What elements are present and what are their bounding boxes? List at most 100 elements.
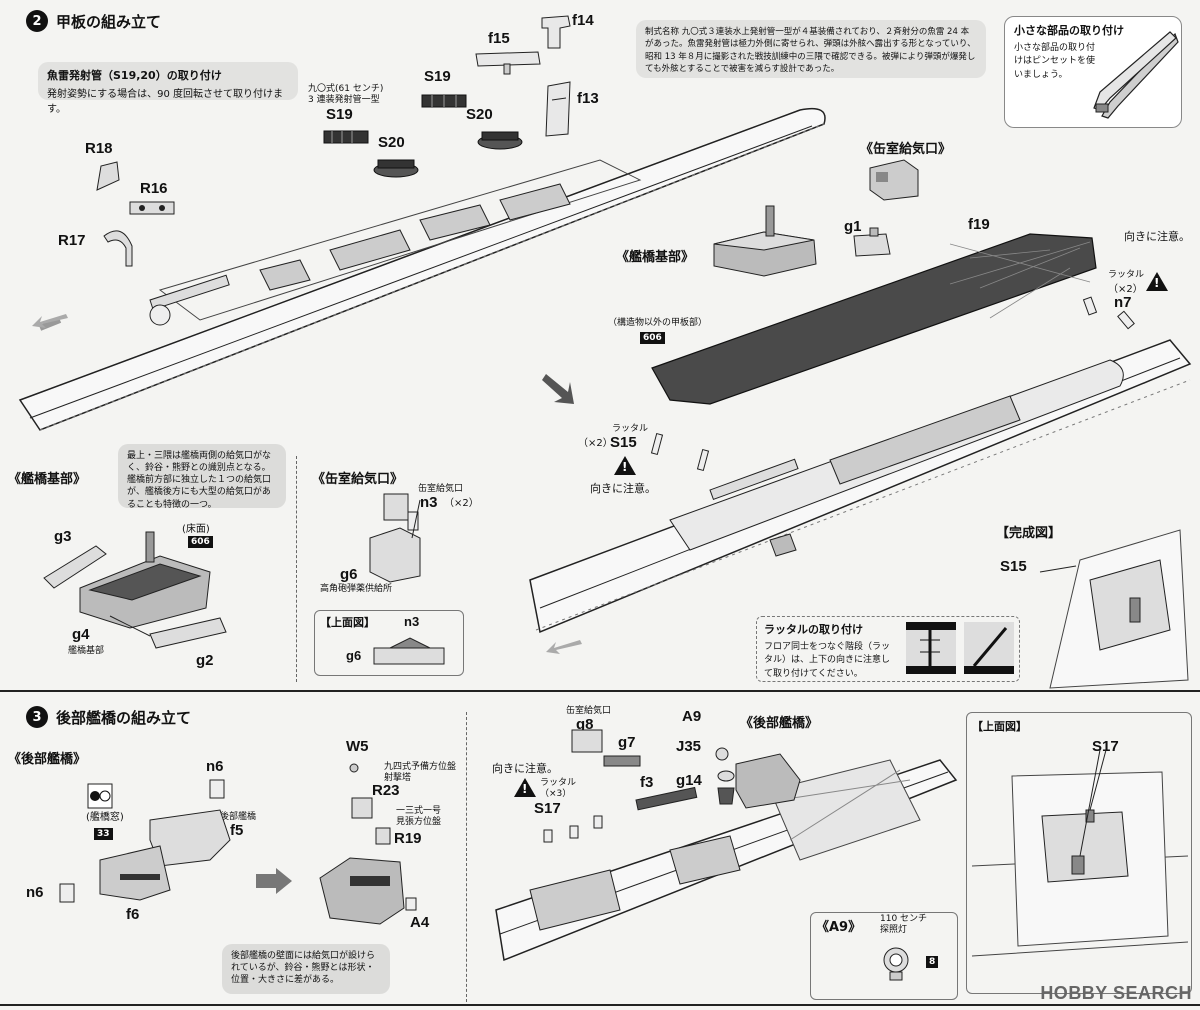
- part-label-s17: S17: [1092, 738, 1119, 755]
- part-label-n3: n3: [404, 614, 420, 629]
- ladder-part-s15-shape: [650, 432, 710, 472]
- part-g1-shape: [853, 227, 891, 257]
- searchlight-caption: 110 センチ 探照灯: [880, 914, 928, 936]
- bridge-base-caption: 艦橋基部: [68, 646, 105, 656]
- paint-chip-icon: [87, 783, 113, 809]
- section-head-complete: 【完成図】: [996, 526, 1062, 541]
- small-parts-note: 小さな部品の取り付け 小さな部品の取り付けはピンセットを使いましょう。: [1004, 16, 1182, 128]
- note-body: 最上・三隈は艦橋両側の給気口がなく、鈴谷・熊野との識別点となる。艦橋前方部に独立…: [127, 451, 272, 510]
- part-label-f5: f5: [230, 822, 244, 839]
- torpedo-tube-s19-shape: [421, 94, 467, 108]
- complete-view-diagram: [1039, 529, 1189, 689]
- part-label-g1: g1: [844, 218, 862, 235]
- part-label-g6: g6: [340, 566, 358, 583]
- part-label-f19: f19: [968, 216, 990, 233]
- ladder-orientation-icon: [906, 622, 1014, 674]
- note-title: 小さな部品の取り付け: [1014, 24, 1124, 37]
- part-label-s19: S19: [424, 68, 451, 85]
- note-title: 魚雷発射管（S19,20）の取り付け: [47, 69, 222, 82]
- part-label-a9: A9: [682, 708, 702, 725]
- part-label-r23: R23: [372, 782, 400, 799]
- paint-badge-606: 606: [640, 332, 665, 344]
- caution-caption: 向きに注意。: [590, 482, 656, 495]
- ladder-caption: ラッタル: [612, 424, 649, 434]
- torpedo-type-caption: 九〇式(61 センチ) 3 連装発射管一型: [308, 84, 384, 106]
- part-label-n6: n6: [206, 758, 224, 775]
- part-label-g2: g2: [196, 652, 214, 669]
- deck-caption: （構造物以外の甲板部）: [608, 318, 708, 328]
- boiler-intake-part-shape: [869, 159, 919, 201]
- panel-divider: [296, 456, 297, 682]
- step-number-badge: 2: [26, 10, 48, 32]
- part-label-f13: f13: [577, 90, 599, 107]
- note-body: フロア同士をつなぐ階段（ラッタル）は、上下の向きに注意して取り付けてください。: [764, 641, 891, 679]
- part-label-r17: R17: [58, 232, 86, 249]
- note-body: 小さな部品の取り付けはピンセットを使いましょう。: [1014, 42, 1096, 80]
- part-label-j35: J35: [676, 738, 702, 755]
- direction-arrow-icon: [546, 640, 582, 654]
- ammo-supply-caption: 高角砲弾薬供給所: [320, 584, 393, 594]
- part-label-g4: g4: [72, 626, 90, 643]
- caution-caption: 向きに注意。: [1124, 230, 1190, 243]
- window-caption: (艦橋窓): [86, 812, 124, 823]
- director-caption: 九四式予備方位盤 射撃塔: [384, 762, 457, 784]
- boiler-intake-assembly-diagram: [369, 493, 421, 583]
- step-number-badge: 3: [26, 706, 48, 728]
- part-label-n3: n3: [420, 494, 438, 511]
- note-title: ラッタルの取り付け: [764, 623, 863, 636]
- section-head-rear-bridge: 《後部艦橋》: [740, 716, 819, 731]
- part-label-g8: g8: [576, 716, 594, 733]
- intake-note: 後部艦橋の壁面には給気口が設けられているが、鈴谷・熊野とは形状・位置・大きさに差…: [222, 944, 390, 994]
- part-label-r18: R18: [85, 140, 113, 157]
- part-label-s20: S20: [466, 106, 493, 123]
- top-view-diagram: [373, 637, 445, 665]
- part-f14-shape: [541, 15, 571, 49]
- paint-badge-8: 8: [926, 956, 939, 968]
- part-f15-shape: [475, 51, 541, 75]
- rear-bridge-assembly-diagram: [319, 763, 417, 925]
- bridge-base-assembly-diagram: [43, 531, 227, 649]
- warning-icon: [1146, 272, 1168, 291]
- part-label-a4: A4: [410, 914, 430, 931]
- part-label-g7: g7: [618, 734, 636, 751]
- section-head-bridge-base: 《艦橋基部》: [616, 250, 695, 265]
- note-body: 後部艦橋の壁面には給気口が設けられているが、鈴谷・熊野とは形状・位置・大きさに差…: [231, 951, 376, 986]
- section-head-rear-bridge: 《後部艦橋》: [8, 752, 87, 767]
- part-label-s19: S19: [326, 106, 353, 123]
- torpedo-tube-s20-shape: [477, 131, 523, 150]
- part-r17-shape: [103, 230, 133, 267]
- torpedo-tube-note: 魚雷発射管（S19,20）の取り付け 発射姿勢にする場合は、90 度回転させて取…: [38, 62, 298, 115]
- part-label-n7: n7: [1114, 294, 1132, 311]
- part-r16-shape: [129, 201, 175, 215]
- ladder-note: ラッタルの取り付け フロア同士をつなぐ階段（ラッタル）は、上下の向きに注意して取…: [760, 620, 900, 679]
- part-label-g3: g3: [54, 528, 72, 545]
- part-r18-shape: [96, 161, 120, 191]
- torpedo-tube-s20-shape: [373, 159, 419, 178]
- step-3-title: 3 後部艦橋の組み立て: [26, 706, 191, 728]
- ship-hull-midship-diagram: [529, 339, 1192, 634]
- ship-hull-aft-diagram: [495, 729, 958, 962]
- ladder-note-frame: [756, 616, 1020, 682]
- section-head-bridge-base: 《艦橋基部》: [8, 472, 87, 487]
- part-label-g14: g14: [676, 772, 702, 789]
- quantity-caption: （×2）: [578, 438, 613, 449]
- note-body: 制式名称 九〇式３連装水上発射管一型が４基装備されており、２斉射分の魚雷 24 …: [645, 27, 976, 74]
- paint-badge-33: 33: [94, 828, 113, 840]
- part-label-r16: R16: [140, 180, 168, 197]
- floor-caption: (床面): [182, 524, 210, 535]
- part-label-s17: S17: [534, 800, 561, 817]
- step-title-text: 後部艦橋の組み立て: [56, 708, 192, 727]
- top-view-inset: [314, 610, 464, 676]
- direction-arrow-icon: [542, 374, 574, 404]
- part-label-f15: f15: [488, 30, 510, 47]
- part-label-g6: g6: [346, 648, 362, 663]
- ladder-part-n7-shape: [1082, 296, 1135, 330]
- part-label-f6: f6: [126, 906, 140, 923]
- warning-icon: [614, 456, 636, 475]
- section-head-boiler-intake: 《缶室給気口》: [860, 142, 952, 157]
- lookout-caption: 一三式一号 見張方位盤: [396, 806, 442, 828]
- section-head-a9: 《A9》: [816, 920, 862, 935]
- panel-divider: [466, 712, 467, 1002]
- part-label-s20: S20: [378, 134, 405, 151]
- ladder-caption: ラッタル （×3）: [540, 778, 577, 800]
